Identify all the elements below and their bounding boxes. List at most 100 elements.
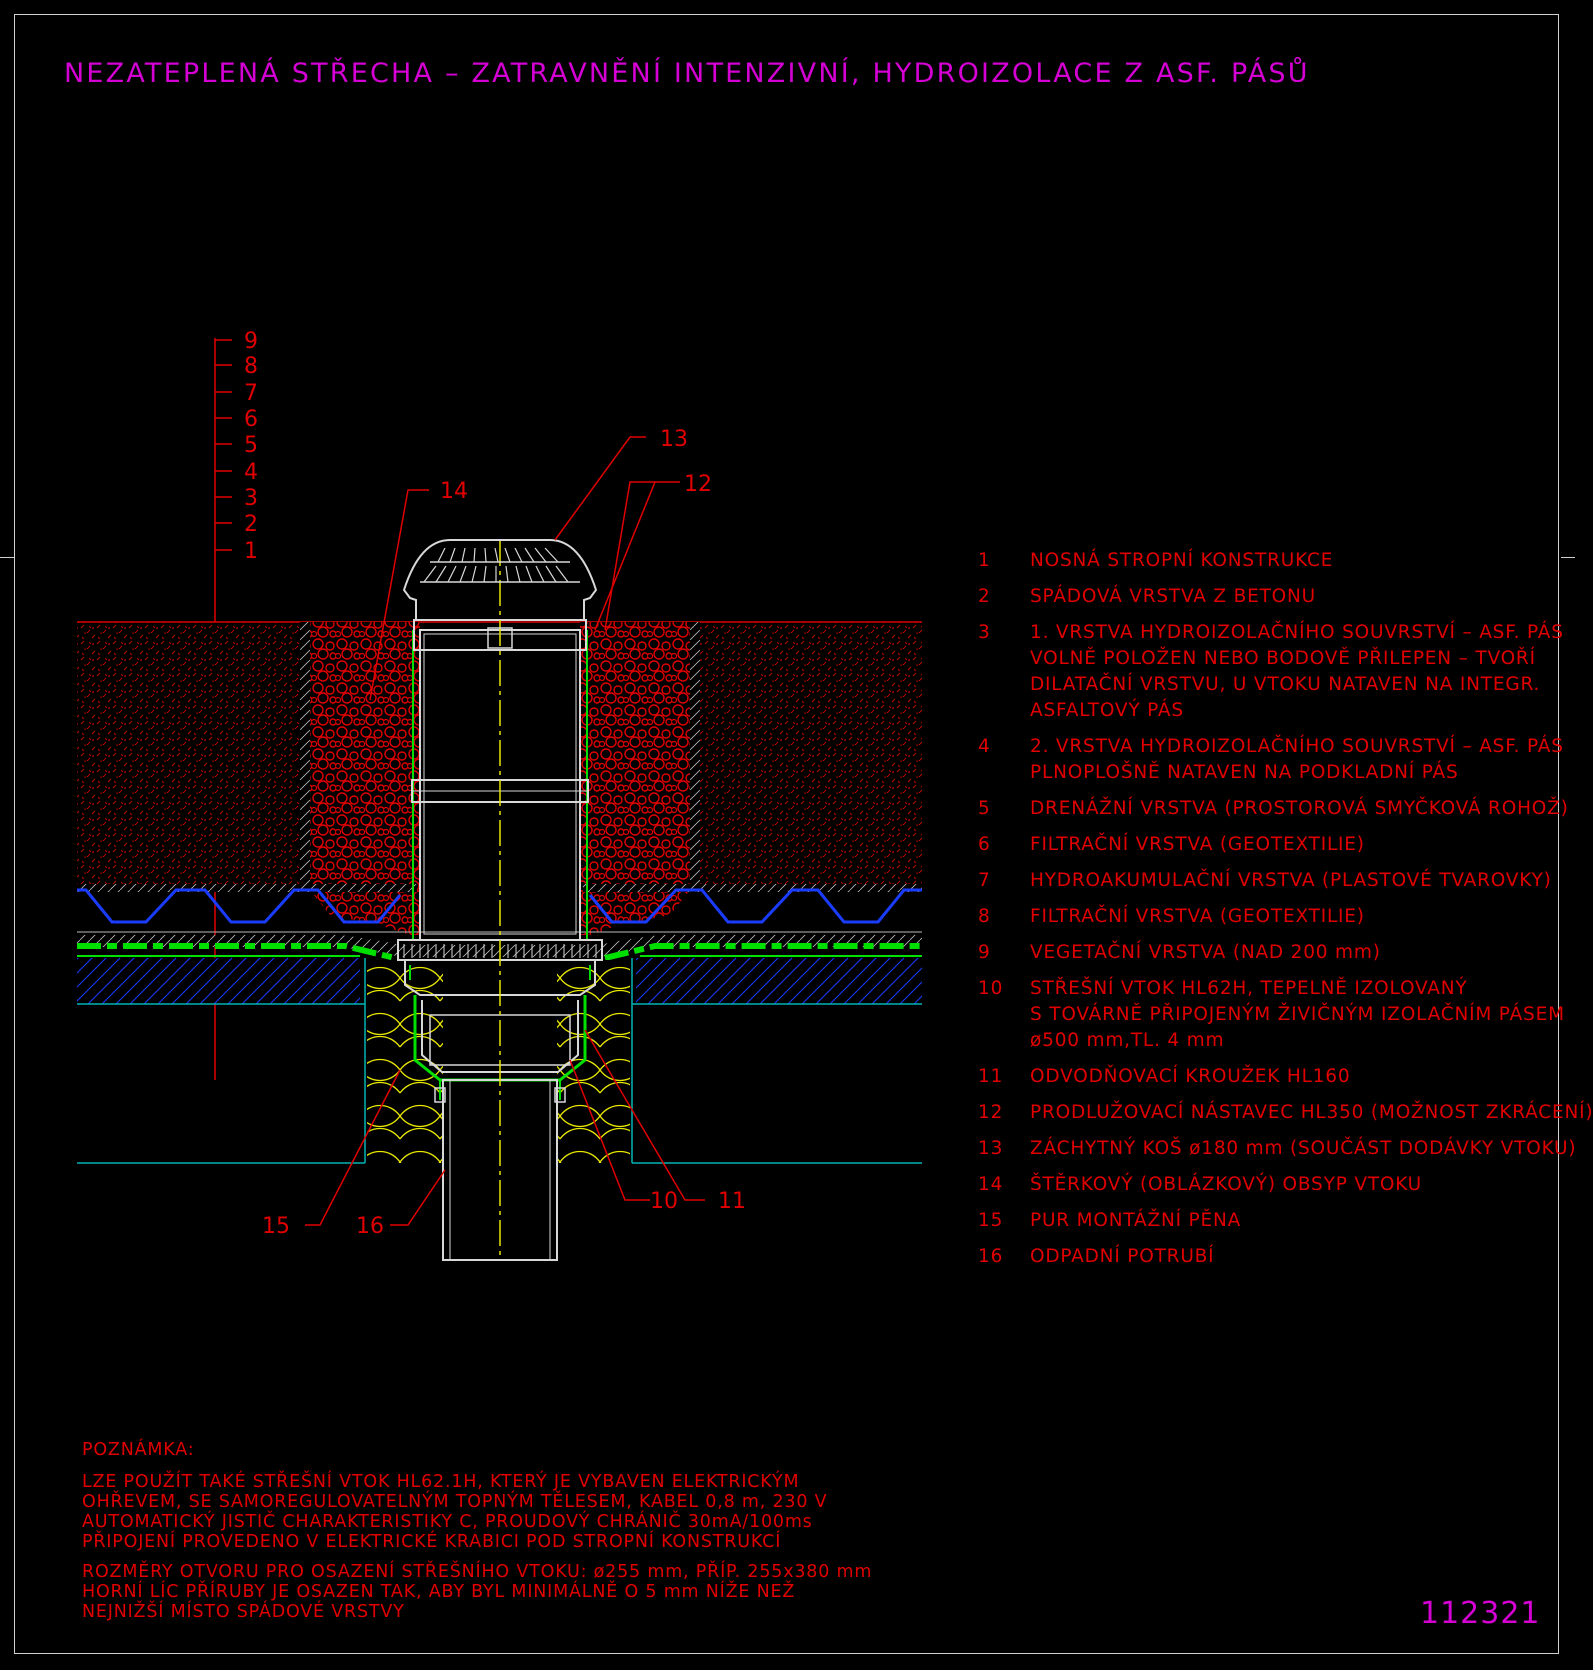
note-line: LZE POUŽÍT TAKÉ STŘEŠNÍ VTOK HL62.1H, KT… [82,1472,800,1492]
legend-item: 15 PUR MONTÁŽNÍ PĚNA [978,1208,1558,1234]
note-line: OHŘEVEM, SE SAMOREGULOVATELNÝM TOPNÝM TĚ… [82,1492,828,1512]
note-line: ROZMĚRY OTVORU PRO OSAZENÍ STŘEŠNÍHO VTO… [82,1562,873,1582]
legend-line: S TOVÁRNĚ PŘIPOJENÝM ŽIVIČNÝM IZOLAČNÍM … [1030,1004,1565,1025]
callout-15: 15 [262,1214,290,1239]
legend-text: SPÁDOVÁ VRSTVA Z BETONU [1030,584,1558,610]
legend-number: 15 [978,1210,1004,1231]
legend-line: PUR MONTÁŽNÍ PĚNA [1030,1210,1242,1231]
leader-lines [305,436,705,1226]
legend-number: 13 [978,1138,1004,1159]
note-line: PŘIPOJENÍ PROVEDENO V ELEKTRICKÉ KRABICI… [82,1532,782,1552]
legend-number: 4 [978,736,991,757]
concrete-slope-layer [77,958,922,1164]
legend-item: 6 FILTRAČNÍ VRSTVA (GEOTEXTILIE) [978,832,1558,858]
legend-item: 8 FILTRAČNÍ VRSTVA (GEOTEXTILIE) [978,904,1558,930]
legend-line: STŘEŠNÍ VTOK HL62H, TEPELNĚ IZOLOVANÝ [1030,978,1468,999]
legend-item: 13 ZÁCHYTNÝ KOŠ ø180 mm (SOUČÁST DODÁVKY… [978,1136,1576,1162]
layer-legend: 1 NOSNÁ STROPNÍ KONSTRUKCE 2 SPÁDOVÁ VRS… [978,548,1593,1280]
gravel-surround [310,622,690,935]
legend-number: 2 [978,586,991,607]
legend-text: 1. VRSTVA HYDROIZOLAČNÍHO SOUVRSTVÍ – AS… [1030,620,1564,724]
legend-item: 2 SPÁDOVÁ VRSTVA Z BETONU [978,584,1558,610]
drawing-frame [14,14,1559,1654]
legend-text: ODVODŇOVACÍ KROUŽEK HL160 [1030,1064,1558,1090]
legend-line: PLNOPLOŠNĚ NATAVEN NA PODKLADNÍ PÁS [1030,762,1459,783]
legend-item: 12 PRODLUŽOVACÍ NÁSTAVEC HL350 (MOŽNOST … [978,1100,1593,1126]
vegetation-layer [77,621,922,888]
frame-tick-left [0,557,14,558]
legend-line: ODPADNÍ POTRUBÍ [1030,1246,1215,1267]
callout-12: 12 [684,472,712,497]
legend-item: 16 ODPADNÍ POTRUBÍ [978,1244,1558,1270]
legend-line: NOSNÁ STROPNÍ KONSTRUKCE [1030,550,1334,571]
roof-drain [397,539,603,1261]
legend-text: FILTRAČNÍ VRSTVA (GEOTEXTILIE) [1030,832,1558,858]
callout-14: 14 [440,479,468,504]
legend-item: 1 NOSNÁ STROPNÍ KONSTRUKCE [978,548,1558,574]
callout-11: 11 [718,1189,746,1214]
legend-line: ŠTĚRKOVÝ (OBLÁZKOVÝ) OBSYP VTOKU [1030,1174,1423,1195]
frame-tick-right [1561,557,1575,558]
layer-number: 6 [244,407,258,432]
legend-line: DRENÁŽNÍ VRSTVA (PROSTOROVÁ SMYČKOVÁ ROH… [1030,798,1569,819]
legend-text: DRENÁŽNÍ VRSTVA (PROSTOROVÁ SMYČKOVÁ ROH… [1030,796,1569,822]
legend-number: 14 [978,1174,1004,1195]
layer-number: 4 [244,460,258,485]
legend-text: ZÁCHYTNÝ KOŠ ø180 mm (SOUČÁST DODÁVKY VT… [1030,1136,1576,1162]
layer-number: 1 [244,539,258,564]
layer-number: 3 [244,486,258,511]
legend-item: 3 1. VRSTVA HYDROIZOLAČNÍHO SOUVRSTVÍ – … [978,620,1563,724]
legend-text: ODPADNÍ POTRUBÍ [1030,1244,1558,1270]
note-line: NEJNIŽŠÍ MÍSTO SPÁDOVÉ VRSTVY [82,1602,405,1622]
legend-line: DILATAČNÍ VRSTVU, U VTOKU NATAVEN NA INT… [1030,674,1541,695]
notes-heading: POZNÁMKA: [82,1440,195,1460]
legend-item: 10 STŘEŠNÍ VTOK HL62H, TEPELNĚ IZOLOVANÝ… [978,976,1564,1054]
callout-13: 13 [660,427,688,452]
legend-text: 2. VRSTVA HYDROIZOLAČNÍHO SOUVRSTVÍ – AS… [1030,734,1564,786]
legend-item: 7 HYDROAKUMULAČNÍ VRSTVA (PLASTOVÉ TVARO… [978,868,1558,894]
legend-text: PUR MONTÁŽNÍ PĚNA [1030,1208,1558,1234]
legend-item: 4 2. VRSTVA HYDROIZOLAČNÍHO SOUVRSTVÍ – … [978,734,1563,786]
legend-line: VEGETAČNÍ VRSTVA (NAD 200 mm) [1030,942,1381,963]
drawing-number: 112321 [1420,1596,1541,1631]
legend-item: 11 ODVODŇOVACÍ KROUŽEK HL160 [978,1064,1558,1090]
slab-opening [364,958,633,1163]
notes-paragraph: LZE POUŽÍT TAKÉ STŘEŠNÍ VTOK HL62.1H, KT… [82,1472,872,1552]
legend-item: 9 VEGETAČNÍ VRSTVA (NAD 200 mm) [978,940,1558,966]
legend-line: FILTRAČNÍ VRSTVA (GEOTEXTILIE) [1030,834,1365,855]
legend-line: SPÁDOVÁ VRSTVA Z BETONU [1030,586,1316,607]
callout-10: 10 [650,1189,678,1214]
legend-line: 1. VRSTVA HYDROIZOLAČNÍHO SOUVRSTVÍ – AS… [1030,622,1564,643]
callout-16: 16 [356,1214,384,1239]
legend-number: 1 [978,550,991,571]
legend-line: PRODLUŽOVACÍ NÁSTAVEC HL350 (MOŽNOST ZKR… [1030,1102,1593,1123]
legend-text: FILTRAČNÍ VRSTVA (GEOTEXTILIE) [1030,904,1558,930]
legend-line: ZÁCHYTNÝ KOŠ ø180 mm (SOUČÁST DODÁVKY VT… [1030,1138,1577,1159]
legend-text: STŘEŠNÍ VTOK HL62H, TEPELNĚ IZOLOVANÝ S … [1030,976,1565,1054]
notes-block: POZNÁMKA: LZE POUŽÍT TAKÉ STŘEŠNÍ VTOK H… [82,1440,872,1632]
legend-line: 2. VRSTVA HYDROIZOLAČNÍHO SOUVRSTVÍ – AS… [1030,736,1564,757]
hydroaccumulation-layer [77,884,922,933]
legend-text: VEGETAČNÍ VRSTVA (NAD 200 mm) [1030,940,1558,966]
layer-number: 8 [244,354,258,379]
legend-number: 9 [978,942,991,963]
note-line: AUTOMATICKÝ JISTIČ CHARAKTERISTIKY C, PR… [82,1512,813,1532]
legend-text: NOSNÁ STROPNÍ KONSTRUKCE [1030,548,1558,574]
legend-text: PRODLUŽOVACÍ NÁSTAVEC HL350 (MOŽNOST ZKR… [1030,1100,1593,1126]
legend-number: 10 [978,978,1004,999]
legend-text: HYDROAKUMULAČNÍ VRSTVA (PLASTOVÉ TVAROVK… [1030,868,1558,894]
note-line: HORNÍ LÍC PŘÍRUBY JE OSAZEN TAK, ABY BYL… [82,1582,796,1602]
legend-item: 14 ŠTĚRKOVÝ (OBLÁZKOVÝ) OBSYP VTOKU [978,1172,1558,1198]
drawing-title: NEZATEPLENÁ STŘECHA – ZATRAVNĚNÍ INTENZI… [64,58,1310,89]
legend-number: 8 [978,906,991,927]
legend-number: 7 [978,870,991,891]
legend-line: ASFALTOVÝ PÁS [1030,700,1184,721]
legend-item: 5 DRENÁŽNÍ VRSTVA (PROSTOROVÁ SMYČKOVÁ R… [978,796,1568,822]
legend-text: ŠTĚRKOVÝ (OBLÁZKOVÝ) OBSYP VTOKU [1030,1172,1558,1198]
legend-line: FILTRAČNÍ VRSTVA (GEOTEXTILIE) [1030,906,1365,927]
legend-number: 6 [978,834,991,855]
legend-number: 11 [978,1066,1004,1087]
notes-paragraph: ROZMĚRY OTVORU PRO OSAZENÍ STŘEŠNÍHO VTO… [82,1562,872,1622]
legend-line: ø500 mm,TL. 4 mm [1030,1030,1225,1051]
legend-number: 5 [978,798,991,819]
